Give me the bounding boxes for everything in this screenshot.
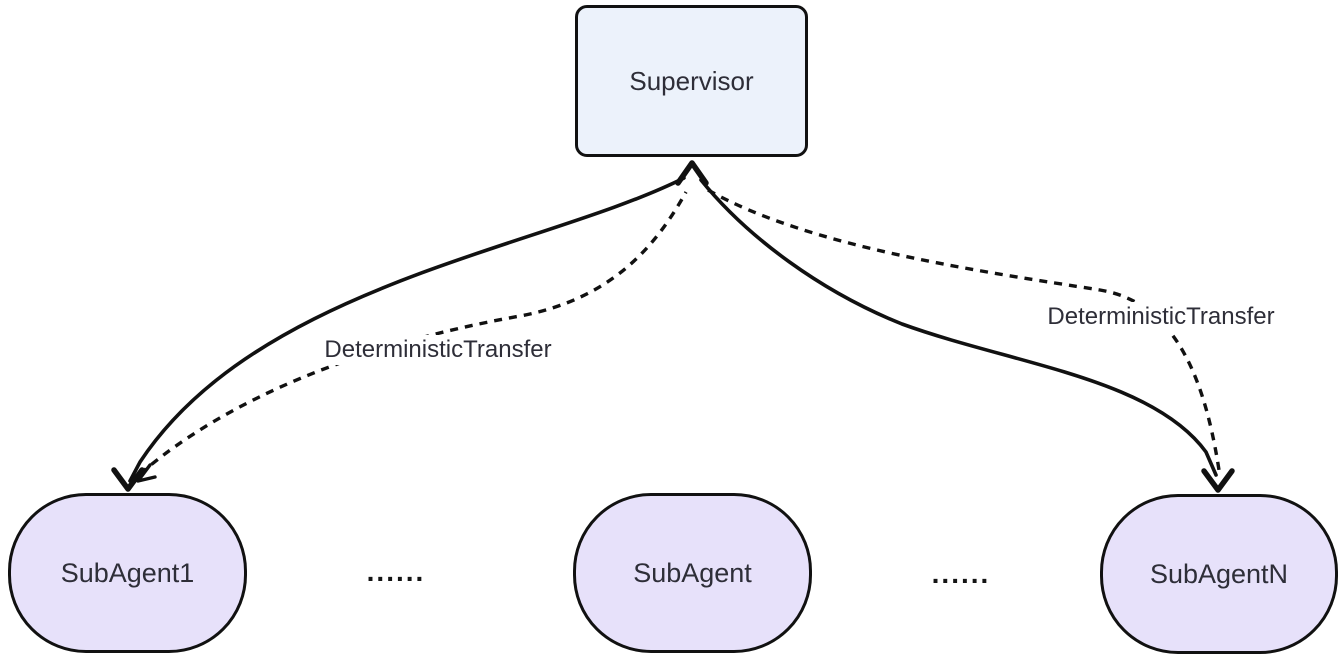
ellipsis-left: ...... (366, 556, 426, 587)
edge-solid-supervisor-subagentn (699, 178, 1218, 477)
node-subagent1-label: SubAgent1 (60, 557, 195, 588)
node-subagentn: SubAgentN (1100, 494, 1338, 654)
node-supervisor-label: Supervisor (629, 65, 754, 96)
arrowhead-down-subagentn (1201, 468, 1235, 493)
node-subagent1: SubAgent1 (8, 493, 247, 653)
node-subagentn-label: SubAgentN (1149, 558, 1289, 589)
node-subagent-middle-label: SubAgent (633, 557, 752, 588)
arrowhead-down-subagent1 (111, 467, 145, 492)
edge-dashed-subagentn-supervisor (707, 188, 1221, 471)
node-subagent-middle: SubAgent (573, 493, 812, 653)
edge-label-deterministic-transfer-right: DeterministicTransfer (1042, 302, 1280, 332)
ellipsis-right: ...... (931, 558, 991, 589)
edge-dashed-subagent1-supervisor (138, 191, 688, 476)
edge-solid-supervisor-subagent1 (128, 176, 686, 483)
arrowhead-up-supervisor (675, 160, 709, 186)
arrowhead-small-dashed-subagent1 (136, 463, 157, 483)
edge-label-deterministic-transfer-left: DeterministicTransfer (319, 335, 557, 365)
node-supervisor: Supervisor (575, 5, 808, 157)
